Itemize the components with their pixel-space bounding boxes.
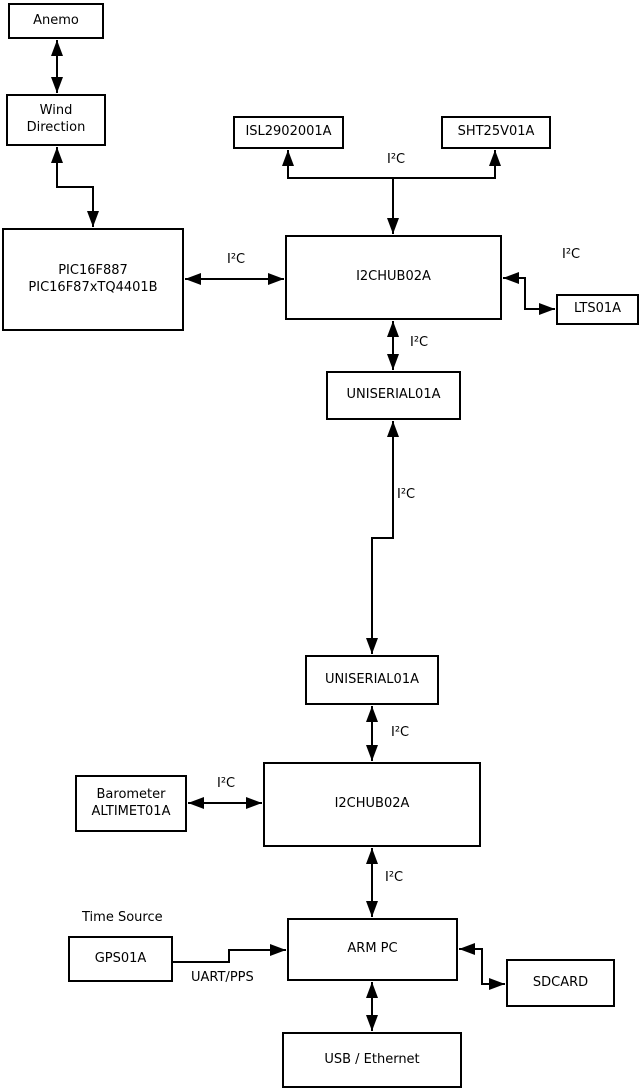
edge-arm-pc-sdcard [459, 943, 505, 990]
node-i2c-hub-upper-label: I2CHUB02A [356, 269, 431, 285]
edge-label-i2c-uniserial-hub-lower: I²C [391, 725, 410, 740]
edge-sensor-bus-isl-sht [282, 150, 501, 179]
edge-hub-upper-lts [503, 272, 555, 315]
node-gps01a: GPS01A [68, 936, 173, 982]
node-sdcard: SDCARD [506, 959, 615, 1007]
node-lts01a-label: LTS01A [573, 301, 622, 317]
node-anemo: Anemo [8, 3, 104, 39]
node-i2c-hub-lower: I2CHUB02A [263, 762, 481, 847]
node-i2c-hub-lower-label: I2CHUB02A [334, 796, 410, 812]
edge-label-i2c-lts: I²C [562, 247, 581, 262]
node-barometer-label: Barometer ALTIMET01A [91, 786, 171, 819]
edge-wind-direction-pic [51, 147, 99, 227]
edge-label-i2c-hub-arm: I²C [385, 870, 404, 885]
node-uniserial-upper-label: UNISERIAL01A [346, 387, 441, 403]
node-uniserial-lower: UNISERIAL01A [305, 655, 439, 705]
node-i2c-hub-upper: I2CHUB02A [285, 235, 502, 320]
node-anemo-label: Anemo [33, 12, 79, 28]
node-usb-ethernet: USB / Ethernet [282, 1032, 462, 1088]
node-pic: PIC16F887 PIC16F87xTQ4401B [2, 228, 184, 331]
node-gps01a-label: GPS01A [94, 950, 147, 966]
edge-label-i2c-barometer: I²C [217, 776, 236, 791]
node-arm-pc: ARM PC [287, 918, 458, 981]
edge-uniserial-upper-uniserial-lower [366, 421, 399, 654]
edge-label-i2c-pic-hub: I²C [227, 252, 246, 267]
node-usb-ethernet-label: USB / Ethernet [324, 1051, 420, 1067]
node-isl2902001a: ISL2902001A [233, 116, 344, 149]
annotation-time-source: Time Source [82, 910, 163, 925]
edge-gps-arm-pc [173, 944, 286, 963]
node-uniserial-lower-label: UNISERIAL01A [325, 671, 419, 687]
node-sht25v01a-label: SHT25V01A [457, 124, 535, 140]
edge-label-i2c-sensor-bus: I²C [387, 152, 406, 167]
node-sht25v01a: SHT25V01A [441, 116, 551, 149]
node-isl2902001a-label: ISL2902001A [245, 124, 332, 140]
node-barometer: Barometer ALTIMET01A [75, 775, 187, 832]
node-arm-pc-label: ARM PC [347, 941, 398, 957]
edge-label-i2c-hub-uniserial: I²C [410, 335, 429, 350]
node-lts01a: LTS01A [556, 294, 639, 325]
node-wind-direction: Wind Direction [6, 94, 106, 146]
edge-label-i2c-uniserial-link: I²C [397, 487, 416, 502]
node-pic-label: PIC16F887 PIC16F87xTQ4401B [28, 262, 158, 295]
node-wind-direction-label: Wind Direction [26, 103, 86, 135]
node-uniserial-upper: UNISERIAL01A [326, 371, 461, 420]
node-sdcard-label: SDCARD [532, 974, 589, 990]
edge-label-uart-pps: UART/PPS [191, 970, 254, 985]
